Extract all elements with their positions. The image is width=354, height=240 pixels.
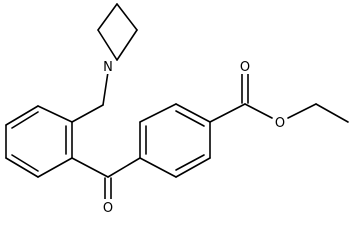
- methylene-bond: [71, 104, 104, 123]
- methylene-bond: [102, 71, 109, 106]
- double-bond-inner: [11, 154, 39, 172]
- bond: [209, 103, 246, 123]
- bond: [5, 157, 39, 178]
- double-bond-inner: [175, 154, 205, 171]
- bond: [139, 157, 177, 178]
- atom-label-o: O: [240, 60, 250, 75]
- atom-label-o: O: [275, 116, 285, 131]
- azetidine-ring: [97, 3, 138, 61]
- bond: [97, 29, 118, 61]
- left-benzene-ring: [5, 105, 73, 178]
- bond: [287, 103, 317, 119]
- bond: [175, 103, 211, 123]
- atom-o-ester-carbonyl: O: [238, 58, 252, 75]
- bond: [116, 29, 138, 61]
- atom-o-ester-ether: O: [273, 114, 287, 131]
- bond: [37, 105, 73, 123]
- atom-label-o: O: [103, 201, 113, 216]
- bond: [139, 103, 177, 123]
- bond: [5, 105, 39, 126]
- double-bond-inner: [11, 111, 39, 129]
- atom-o-ketone: O: [101, 199, 115, 216]
- double-bond-inner: [175, 110, 205, 127]
- bond: [37, 157, 73, 178]
- atom-label-n: N: [103, 60, 113, 75]
- atom-n-azetidine: N: [101, 58, 115, 75]
- bond: [116, 3, 138, 31]
- right-benzene-ring: [139, 103, 211, 178]
- molecule-diagram: N O O O: [5, 3, 349, 216]
- bond: [315, 103, 349, 123]
- bond: [71, 157, 109, 178]
- bond: [107, 157, 141, 178]
- bond: [97, 3, 118, 31]
- bond: [175, 157, 211, 178]
- bond: [244, 103, 273, 119]
